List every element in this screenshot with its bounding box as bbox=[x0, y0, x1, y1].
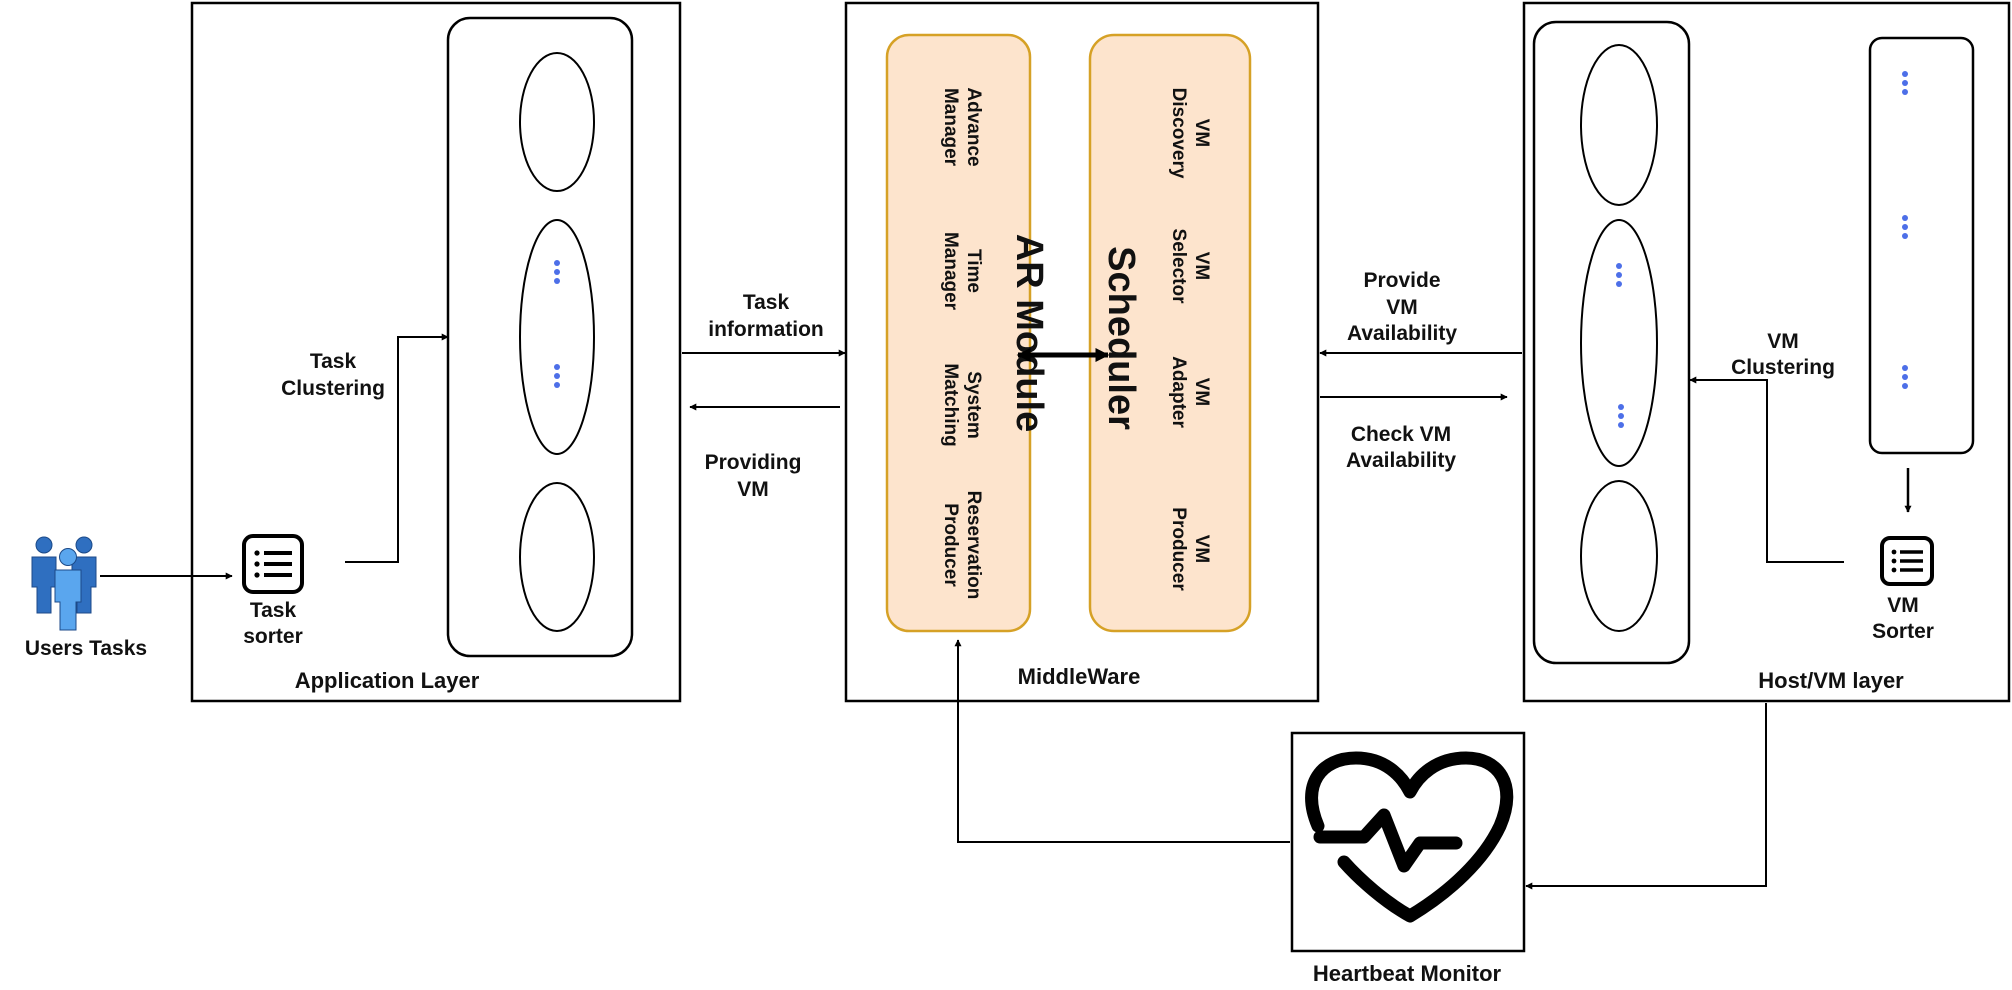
host-to-heartbeat-arrow bbox=[1525, 703, 1767, 890]
task-information-label-line1: Task bbox=[743, 291, 790, 314]
vm-cluster-bottom bbox=[1580, 480, 1658, 632]
providing-vm-label-line1: Providing bbox=[705, 451, 802, 474]
provide-vm-availability-label-line3: Availability bbox=[1347, 322, 1457, 345]
heartbeat-monitor-box bbox=[1290, 731, 1526, 953]
vm-cluster-top bbox=[1580, 44, 1658, 206]
check-vm-availability-label-line2: Availability bbox=[1346, 449, 1456, 472]
ellipsis-icon bbox=[1902, 215, 1908, 239]
users-icon bbox=[31, 536, 97, 631]
heartbeat-monitor-label: Heartbeat Monitor bbox=[1313, 961, 1502, 986]
task-cluster-container bbox=[446, 16, 634, 658]
ar-module-item-reservation-producer-line2: Producer bbox=[940, 503, 961, 587]
application-layer-title: Application Layer bbox=[295, 668, 480, 693]
ar-module-item-time-manager-line1: Time bbox=[963, 249, 984, 293]
providing-vm-label-line2: VM bbox=[737, 478, 769, 501]
provide-vm-availability-label-line1: Provide bbox=[1363, 269, 1440, 292]
users-tasks-label: Users Tasks bbox=[25, 637, 147, 660]
scheduler-item-vm-adapter-line1: VM bbox=[1191, 378, 1212, 407]
vm-cluster-middle bbox=[1580, 219, 1658, 467]
ellipsis-icon bbox=[554, 364, 560, 388]
scheduler-item-vm-adapter-line2: Adapter bbox=[1168, 356, 1189, 428]
ellipsis-icon bbox=[1902, 71, 1908, 95]
ellipsis-icon bbox=[1616, 263, 1622, 287]
middleware-box bbox=[844, 1, 1320, 703]
ar-module-box bbox=[885, 33, 1032, 633]
task-clustering-label-line1: Task bbox=[310, 350, 357, 373]
task-cluster-top bbox=[519, 52, 595, 192]
ar-module-item-system-matching-line1: System bbox=[963, 371, 984, 439]
task-cluster-middle bbox=[519, 219, 595, 455]
scheduler-item-vm-producer-line2: Producer bbox=[1168, 507, 1189, 591]
scheduler-title: Scheduler bbox=[1100, 246, 1142, 430]
ellipsis-icon bbox=[1902, 365, 1908, 389]
vm-clustering-label-line1: VM bbox=[1767, 330, 1799, 353]
middleware-title: MiddleWare bbox=[1018, 664, 1141, 689]
ar-module-item-system-matching-line2: Matching bbox=[940, 363, 961, 446]
application-layer-box bbox=[190, 1, 682, 703]
scheduler-item-vm-discovery-line2: Discovery bbox=[1168, 88, 1189, 179]
ar-module-title: AR Module bbox=[1008, 234, 1050, 432]
task-sorter-icon bbox=[242, 534, 304, 594]
ar-module-item-reservation-producer-line1: Reservation bbox=[963, 491, 984, 600]
scheduler-item-vm-selector-line2: Selector bbox=[1168, 229, 1189, 305]
vm-sorter-icon bbox=[1880, 536, 1934, 586]
ellipsis-icon bbox=[1618, 404, 1624, 428]
host-vm-layer-title: Host/VM layer bbox=[1758, 668, 1904, 693]
scheduler-box bbox=[1088, 33, 1252, 633]
task-sorter-label-line2: sorter bbox=[243, 625, 303, 648]
vm-cluster-container bbox=[1532, 20, 1691, 665]
vm-sorter-label-line1: VM bbox=[1887, 594, 1919, 617]
scheduler-item-vm-producer-line1: VM bbox=[1191, 535, 1212, 564]
task-clustering-arrow bbox=[345, 333, 449, 563]
task-clustering-label-line2: Clustering bbox=[281, 377, 385, 400]
ar-module-item-advance-manager-line1: Advance bbox=[963, 87, 984, 166]
check-vm-availability-label-line1: Check VM bbox=[1351, 423, 1451, 446]
vm-pool-box bbox=[1868, 36, 1975, 455]
task-cluster-bottom bbox=[519, 482, 595, 632]
scheduler-item-vm-discovery-line1: VM bbox=[1191, 119, 1212, 148]
heartbeat-to-ar-module-arrow bbox=[954, 639, 1290, 843]
heartbeat-icon bbox=[1305, 751, 1514, 923]
provide-vm-availability-label-line2: VM bbox=[1386, 296, 1418, 319]
vm-sorter-label-line2: Sorter bbox=[1872, 620, 1934, 643]
vm-clustering-arrow bbox=[1689, 376, 1844, 563]
host-vm-layer-box bbox=[1522, 1, 2011, 703]
vm-clustering-label-line2: Clustering bbox=[1731, 356, 1835, 379]
task-information-label-line2: information bbox=[708, 318, 824, 341]
ar-module-item-time-manager-line2: Manager bbox=[940, 232, 961, 311]
ar-module-item-advance-manager-line2: Manager bbox=[940, 88, 961, 167]
scheduler-item-vm-selector-line1: VM bbox=[1191, 252, 1212, 281]
ellipsis-icon bbox=[554, 260, 560, 284]
task-sorter-label-line1: Task bbox=[250, 599, 297, 622]
